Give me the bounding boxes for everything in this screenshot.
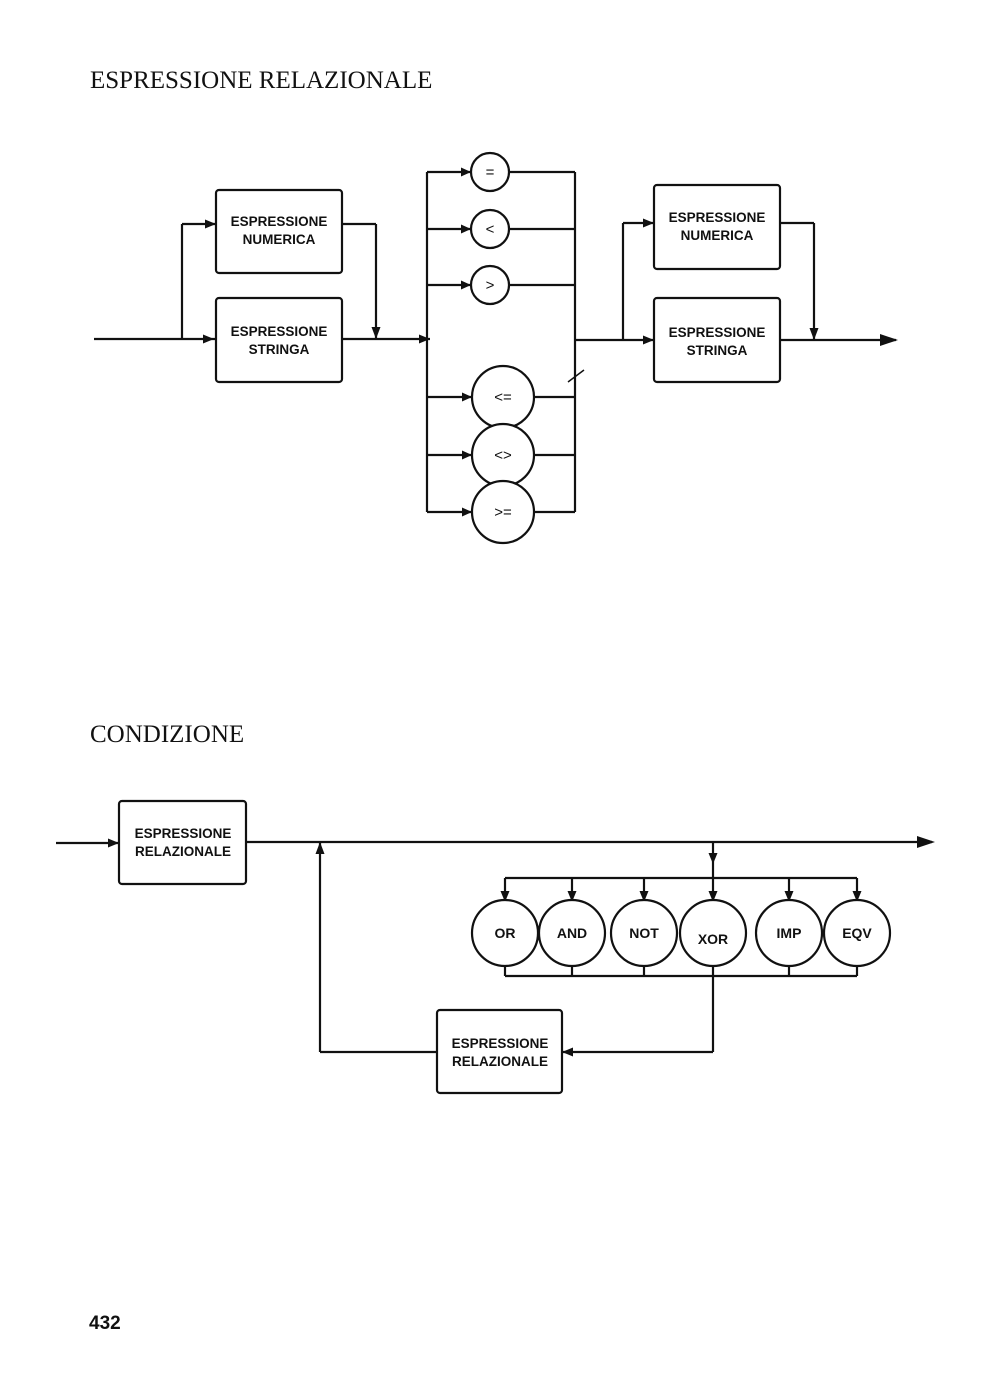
right-stringa-line1: ESPRESSIONE	[669, 325, 766, 340]
operator-imp-label: IMP	[777, 925, 802, 941]
operator-greater-label: >	[486, 277, 495, 294]
right-stringa-line2: STRINGA	[687, 343, 748, 358]
right-numerica-box: ESPRESSIONE NUMERICA	[652, 183, 782, 271]
page-number: 432	[89, 1313, 121, 1334]
left-numerica-line2: NUMERICA	[243, 232, 316, 247]
start-box-line2: RELAZIONALE	[135, 844, 231, 859]
operator-eqv-label: EQV	[842, 925, 872, 941]
left-stringa-box: ESPRESSIONE STRINGA	[214, 296, 344, 384]
left-numerica-box: ESPRESSIONE NUMERICA	[214, 188, 344, 275]
operator-greater: >	[469, 264, 511, 306]
right-numerica-line2: NUMERICA	[681, 228, 754, 243]
operator-less-equal-label: <=	[494, 389, 512, 406]
diagram2-title: CONDIZIONE	[90, 721, 244, 748]
diagram2-lines	[56, 836, 935, 1057]
operator-or: OR	[470, 898, 540, 968]
start-box-line1: ESPRESSIONE	[135, 826, 232, 841]
loop-box-line1: ESPRESSIONE	[452, 1036, 549, 1051]
operator-xor-label: XOR	[698, 931, 728, 947]
operator-greater-equal: >=	[470, 479, 536, 545]
left-stringa-line2: STRINGA	[249, 342, 310, 357]
loop-box-line2: RELAZIONALE	[452, 1054, 548, 1069]
loop-relazionale-box: ESPRESSIONE RELAZIONALE	[435, 1008, 564, 1095]
operator-equal-label: =	[486, 164, 495, 181]
right-stringa-box: ESPRESSIONE STRINGA	[652, 296, 782, 384]
operator-not: NOT	[609, 898, 679, 968]
operator-greater-equal-label: >=	[494, 504, 512, 521]
operator-not-equal-label: <>	[494, 447, 512, 464]
operator-less-equal: <=	[470, 364, 536, 430]
operator-and-label: AND	[557, 925, 587, 941]
operator-eqv: EQV	[822, 898, 892, 968]
operator-equal: =	[469, 151, 511, 193]
operator-and: AND	[537, 898, 607, 968]
left-numerica-line1: ESPRESSIONE	[231, 214, 328, 229]
operator-not-equal: <>	[470, 422, 536, 488]
left-stringa-line1: ESPRESSIONE	[231, 324, 328, 339]
right-numerica-line1: ESPRESSIONE	[669, 210, 766, 225]
operator-less-label: <	[486, 221, 495, 238]
operator-not-label: NOT	[629, 925, 659, 941]
diagram1-title: ESPRESSIONE RELAZIONALE	[90, 67, 432, 94]
operator-xor: XOR	[678, 898, 748, 968]
start-relazionale-box: ESPRESSIONE RELAZIONALE	[117, 799, 248, 886]
operator-imp: IMP	[754, 898, 824, 968]
operator-less: <	[469, 208, 511, 250]
operator-or-label: OR	[495, 925, 516, 941]
